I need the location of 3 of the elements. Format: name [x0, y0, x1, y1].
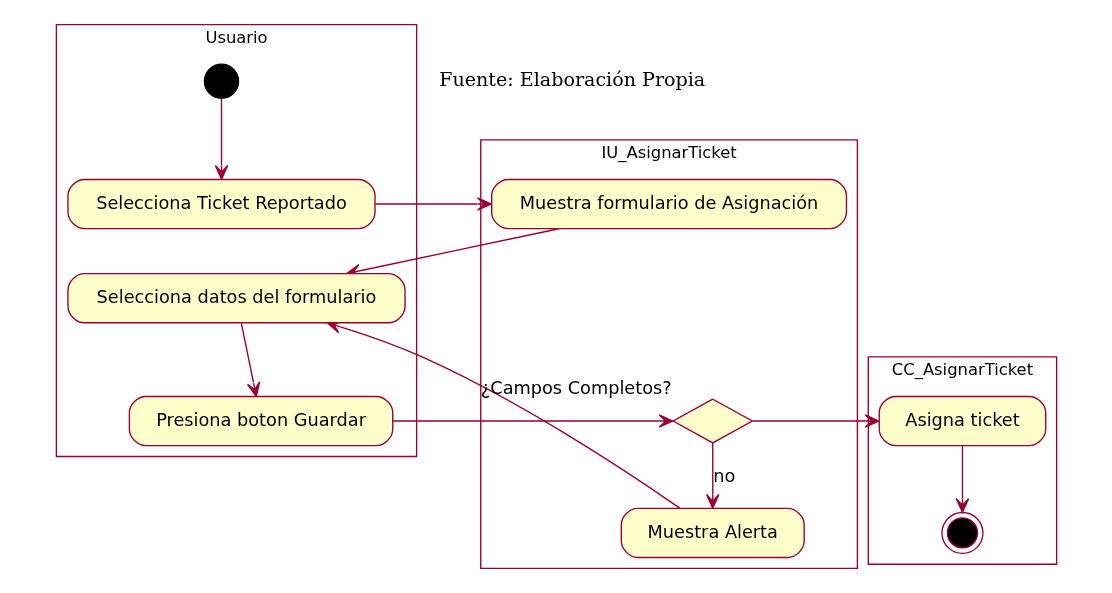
label: Fuente: Elaboración Propia: [438, 68, 705, 92]
edge-label: no: [712, 465, 735, 486]
node-label: ¿Campos Completos?: [480, 378, 672, 399]
